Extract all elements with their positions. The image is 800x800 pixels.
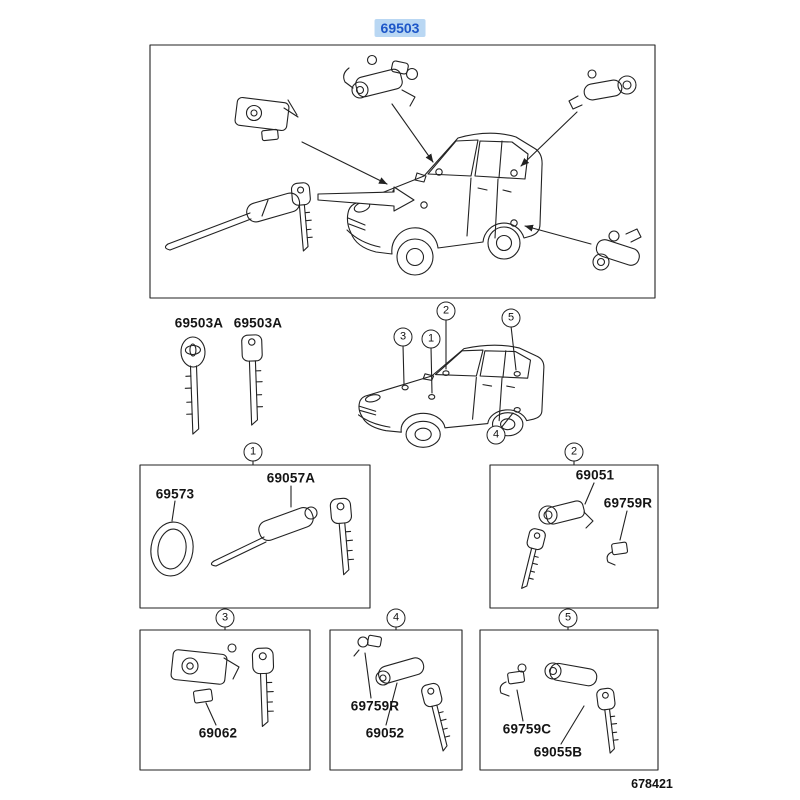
glove-box-lock-cylinder-drawing xyxy=(545,662,622,755)
steering-lock-with-key-drawing xyxy=(165,181,316,253)
car-callout-2: 2 xyxy=(436,301,456,321)
part-label-69573: 69573 xyxy=(155,486,195,502)
door-lock-cylinder-drawing-s4 xyxy=(376,656,455,754)
part-label-69057a: 69057A xyxy=(266,470,316,486)
pointer-arrows xyxy=(302,104,591,244)
lock-clip-drawing-s4 xyxy=(354,635,382,656)
section-1-box xyxy=(140,465,370,608)
part-label-69052: 69052 xyxy=(365,725,405,741)
lock-clip-drawing-s5 xyxy=(500,664,526,696)
part-label-master-key: 69503A xyxy=(174,315,224,331)
section-5-box xyxy=(480,630,658,770)
callout-leader-lines xyxy=(403,319,516,428)
section-5-callout: 5 xyxy=(558,608,578,628)
front-door-lock-assembly-drawing xyxy=(515,500,593,592)
section-3-box xyxy=(140,630,310,770)
back-door-lock-assembly-drawing xyxy=(171,644,277,728)
section-3-callout: 3 xyxy=(215,608,235,628)
section-1-leaders xyxy=(172,486,291,521)
rear-lock-cylinder-drawing xyxy=(593,229,641,270)
car-callout-4: 4 xyxy=(486,425,506,445)
part-label-sub-key: 69503A xyxy=(233,315,283,331)
selected-part-number[interactable]: 69503 xyxy=(374,19,426,37)
section-4-callout: 4 xyxy=(386,608,406,628)
section-2-callout: 2 xyxy=(564,442,584,462)
car-callout-3: 3 xyxy=(393,327,413,347)
back-door-lock-bracket-drawing xyxy=(234,97,298,141)
part-label-69055b: 69055B xyxy=(533,744,583,760)
part-label-69759r-s2: 69759R xyxy=(603,495,653,511)
master-key-drawing xyxy=(180,337,207,435)
part-label-69759c: 69759C xyxy=(502,721,552,737)
sub-key-drawing xyxy=(242,335,265,426)
section-4-leaders xyxy=(365,653,397,725)
front-door-lock-drawing xyxy=(569,70,636,109)
car-callout-1: 1 xyxy=(421,329,441,349)
section-5-leaders xyxy=(517,690,584,744)
section-2-box xyxy=(490,465,658,608)
section-1-callout: 1 xyxy=(243,442,263,462)
vehicle-drawing-callouts xyxy=(358,344,545,448)
car-callout-5: 5 xyxy=(501,308,521,328)
main-parts-box xyxy=(150,45,655,298)
figure-number: 678421 xyxy=(631,777,673,791)
ignition-lock-drawing xyxy=(344,56,418,107)
lock-clip-drawing-s2 xyxy=(607,542,628,565)
steering-lock-cylinder-drawing xyxy=(211,497,358,576)
frames xyxy=(140,45,658,770)
part-label-69759r-s4: 69759R xyxy=(350,698,400,714)
part-label-69062: 69062 xyxy=(198,725,238,741)
part-label-69051: 69051 xyxy=(575,467,615,483)
section-3-leaders xyxy=(206,703,216,725)
o-ring-drawing xyxy=(147,519,196,578)
section-2-leaders xyxy=(585,483,627,540)
